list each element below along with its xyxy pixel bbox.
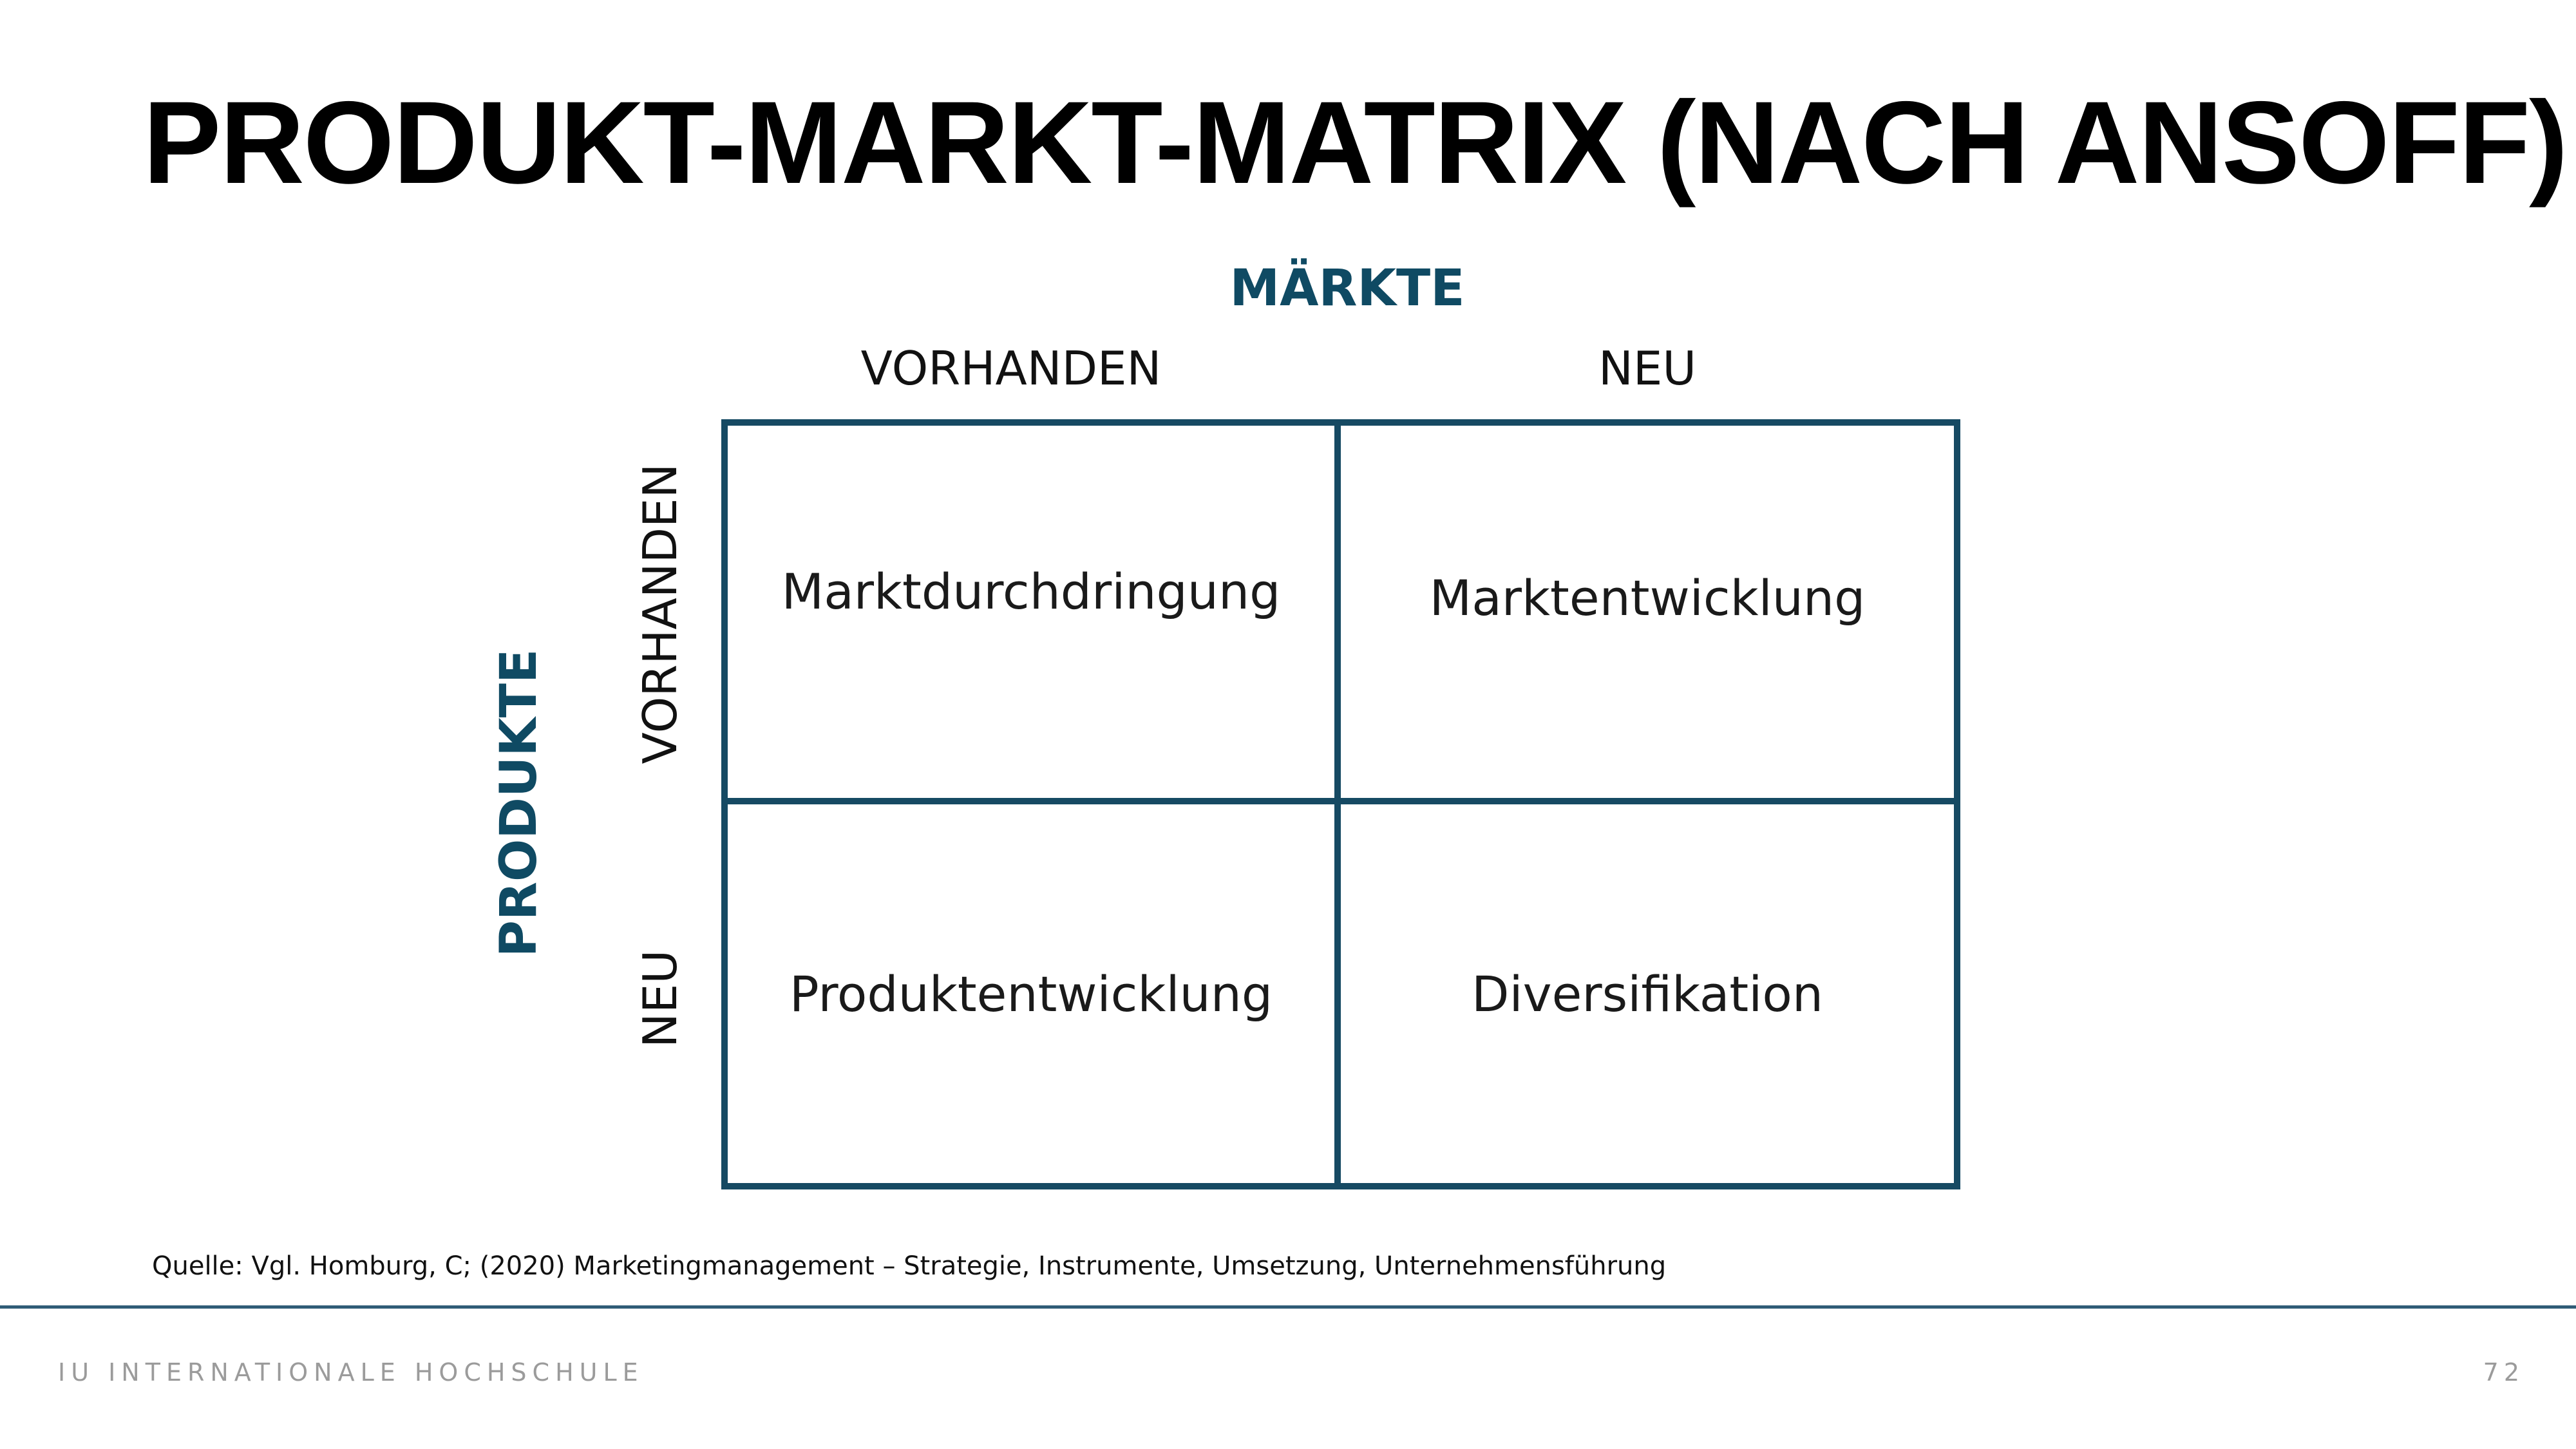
slide-title: PRODUKT-MARKT-MATRIX (NACH ANSOFF) [143, 77, 2568, 208]
ansoff-matrix: Marktdurchdringung Marktentwicklung Prod… [721, 419, 1960, 1189]
matrix-cell-product-development: Produktentwicklung [728, 804, 1341, 1183]
row-label-existing: VORHANDEN [633, 463, 687, 764]
matrix-cell-market-development: Marktentwicklung [1341, 426, 1954, 804]
page-number: 72 [2483, 1358, 2524, 1387]
source-citation: Quelle: Vgl. Homburg, C; (2020) Marketin… [152, 1251, 1667, 1281]
column-label-existing: VORHANDEN [860, 341, 1162, 395]
row-label-new: NEU [633, 949, 687, 1048]
footer-divider [0, 1305, 2576, 1309]
column-label-new: NEU [1598, 341, 1697, 395]
matrix-cell-market-penetration: Marktdurchdringung [728, 426, 1341, 804]
markets-axis-title: MÄRKTE [1229, 260, 1465, 317]
matrix-cell-diversification: Diversifikation [1471, 965, 1824, 1023]
footer-institution: IU INTERNATIONALE HOCHSCHULE [58, 1358, 644, 1387]
products-axis-title: PRODUKTE [490, 649, 548, 958]
